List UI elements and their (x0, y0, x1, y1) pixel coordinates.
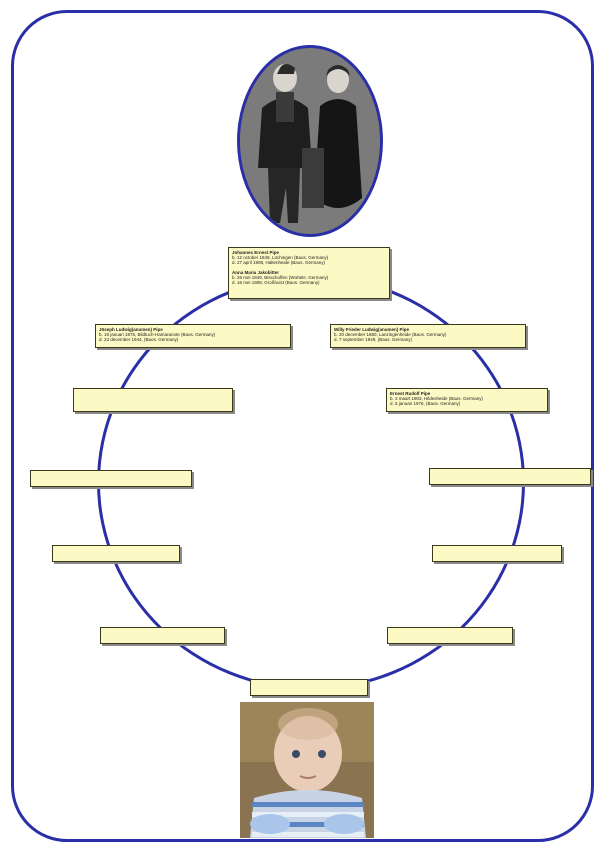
empty-slot-box (100, 627, 225, 644)
baby-photo (240, 702, 374, 838)
person-name: Jöseph Ludwig(anumen) Pipe (99, 327, 163, 332)
person-name: Ernest Rudolf Pipe (390, 391, 431, 396)
root-couple-box: Johannes Ernest Pipe b. 12 october 1848,… (228, 247, 390, 299)
empty-slot-box (52, 545, 180, 562)
birth-info: b. 3 maart 1903, Hildesheide (Baos. Germ… (390, 396, 484, 402)
death-info: d. 16 mei 1908, Großhuist (Baos. Germany… (232, 280, 320, 286)
death-info: d. 27 april 1908, Haltenheide (Baos. Ger… (232, 260, 326, 266)
right-child-box: Willy Frieder Ludwig(anumen) Pipe b. 20 … (330, 324, 526, 348)
person-name: Johannes Ernest Pipe (232, 250, 280, 255)
birth-info: b. 12 october 1848, Lüchingen (Baos. Ger… (232, 255, 329, 261)
page-frame (11, 10, 594, 842)
death-info: d. 23 december 1944, (Baos. Germany) (99, 337, 179, 343)
birth-info: b. 26 mei 1849, Bisschoffen (Würtele. Ge… (232, 274, 329, 280)
birth-info: b. 19 januari 1875, Bildtuch-Hamaranote … (99, 332, 216, 338)
person-name: Willy Frieder Ludwig(anumen) Pipe (334, 327, 409, 332)
empty-slot-box (432, 545, 562, 562)
empty-slot-box (30, 470, 192, 487)
left-child-box: Jöseph Ludwig(anumen) Pipe b. 19 januari… (95, 324, 291, 348)
empty-slot-box (429, 468, 591, 485)
couple-photo (237, 45, 383, 237)
death-info: d. 5 januari 1976, (Baos. Germany) (390, 401, 461, 407)
death-info: d. 7 september 1949, (Baos. Germany) (334, 337, 413, 343)
empty-slot-box (387, 627, 513, 644)
empty-slot-box (73, 388, 233, 412)
birth-info: b. 20 december 1880, Lanzingenheide (Bao… (334, 332, 447, 338)
spouse-name: Anna Maria Jakobitter (232, 269, 280, 275)
right-grandchild-box: Ernest Rudolf Pipe b. 3 maart 1903, Hild… (386, 388, 548, 412)
empty-slot-box (250, 679, 368, 696)
